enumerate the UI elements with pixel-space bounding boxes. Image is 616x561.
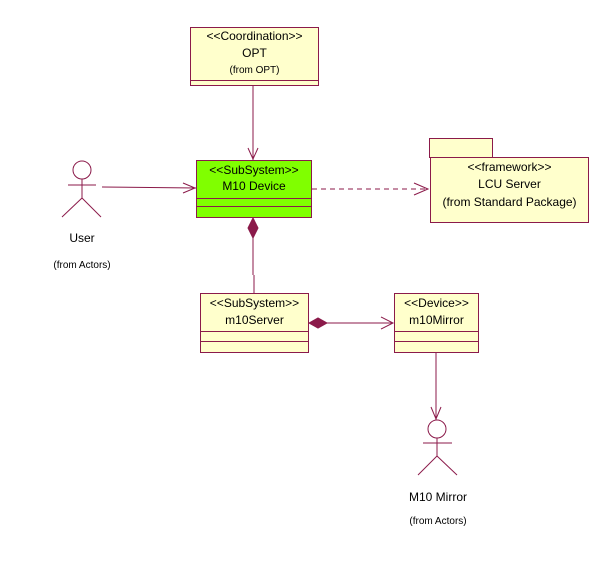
mirror-actor-name: M10 Mirror <box>408 490 467 504</box>
m10-mirror-name: m10Mirror <box>409 313 464 327</box>
lcu-from: (from Standard Package) <box>442 195 577 209</box>
opt-to-device-arrowhead <box>247 147 259 161</box>
opt-from: (from OPT) <box>229 65 280 76</box>
user-to-device-arrowhead <box>182 182 197 194</box>
package-lcu-server[interactable]: <<framework>> LCU Server (from Standard … <box>430 157 589 223</box>
user-actor-icon[interactable] <box>61 160 102 218</box>
user-actor-from: (from Actors) <box>53 260 111 271</box>
m10-server-operations-compartment <box>201 341 308 342</box>
device-composition-diamond <box>247 216 259 240</box>
class-m10-server[interactable]: <<SubSystem>> m10Server <box>200 293 309 353</box>
m10-server-stereotype: <<SubSystem>> <box>209 296 300 310</box>
user-actor-name: User <box>69 231 95 245</box>
m10-server-name: m10Server <box>225 313 284 327</box>
user-to-device-line[interactable] <box>101 186 197 189</box>
m10-server-attributes-compartment <box>201 331 308 332</box>
class-m10-device[interactable]: <<SubSystem>> M10 Device <box>196 160 312 218</box>
m10-device-stereotype: <<SubSystem>> <box>209 163 299 177</box>
class-m10-mirror[interactable]: <<Device>> m10Mirror <box>394 293 479 353</box>
m10-device-operations-compartment <box>197 206 311 207</box>
m10-device-name: M10 Device <box>222 179 286 193</box>
mirror-to-actor-arrowhead <box>430 406 442 421</box>
mirror-actor-from: (from Actors) <box>409 516 467 527</box>
server-composition-diamond <box>307 317 329 329</box>
server-to-mirror-arrowhead <box>380 316 395 330</box>
m10-device-attributes-compartment <box>197 198 311 199</box>
class-opt[interactable]: <<Coordination>> OPT (from OPT) <box>190 27 319 86</box>
m10-mirror-stereotype: <<Device>> <box>404 296 469 310</box>
opt-stereotype: <<Coordination>> <box>206 29 303 43</box>
mirror-actor-icon[interactable] <box>417 419 458 476</box>
m10-mirror-operations-compartment <box>395 341 478 342</box>
m10-mirror-attributes-compartment <box>395 331 478 332</box>
opt-name: OPT <box>242 46 267 60</box>
opt-attributes-compartment <box>191 80 318 81</box>
lcu-name: LCU Server <box>478 177 541 191</box>
lcu-stereotype: <<framework>> <box>467 160 552 174</box>
package-lcu-tab <box>429 138 493 158</box>
device-to-lcu-arrowhead <box>413 182 430 196</box>
